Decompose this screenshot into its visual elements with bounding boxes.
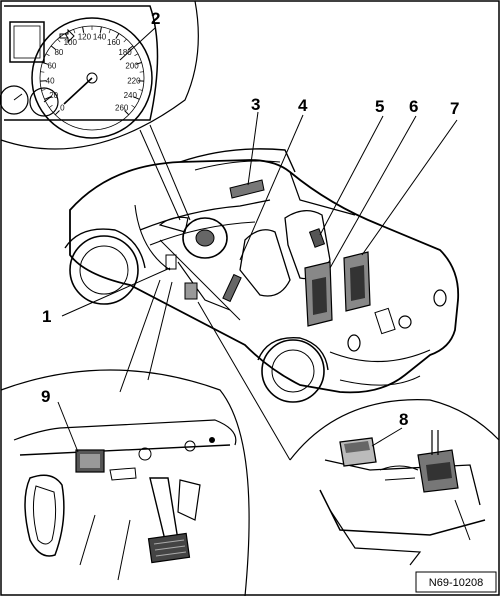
callout-7: 7: [450, 99, 459, 118]
footwell-vent: [24, 474, 65, 557]
speedometer-tick: [134, 53, 139, 56]
passenger-seat: [284, 210, 331, 280]
callout-8: 8: [399, 410, 408, 429]
speedometer-label: 40: [46, 77, 55, 86]
speedometer-ticks: [40, 26, 144, 116]
speedometer-label: 20: [49, 91, 58, 100]
callout-3: 3: [251, 95, 260, 114]
figure-ref-box: [415, 571, 497, 593]
speedometer-tick: [42, 62, 49, 65]
speedometer-label: 120: [78, 33, 92, 42]
steering-wheel: [182, 217, 228, 259]
speedometer-label: 240: [124, 91, 138, 100]
brand-emblem: [398, 315, 412, 329]
callout-5: 5: [375, 97, 384, 116]
speedometer-label: 0: [60, 104, 65, 113]
front-left-wheel: [69, 235, 139, 305]
center-console-inset: [289, 399, 500, 566]
speedometer-tick: [50, 45, 57, 50]
speedometer-label: 60: [47, 62, 56, 71]
control-module: [184, 282, 198, 300]
speedometer-tick: [73, 29, 76, 34]
speedometer-tick: [54, 110, 60, 116]
speedometer-tick: [124, 110, 130, 116]
speedometer-label: 260: [115, 104, 129, 113]
speedometer-needle: [63, 77, 93, 105]
speedometer-tick: [44, 96, 51, 100]
speedometer-tick: [123, 38, 127, 43]
driver-airbag: [195, 229, 215, 247]
speedometer-tick: [49, 105, 53, 108]
speedometer-tick: [115, 33, 120, 39]
speedometer-tick: [108, 29, 111, 34]
passenger-airbag: [229, 179, 265, 199]
speedometer-tick: [133, 96, 140, 100]
speedometer-tick: [127, 45, 134, 50]
callout-6: 6: [409, 97, 418, 116]
speedometer-tick: [57, 38, 61, 43]
speedometer-tick: [138, 89, 143, 91]
rear-right-wheel: [261, 339, 325, 403]
speedometer-dial: [31, 17, 153, 139]
speedometer-label: 220: [127, 77, 141, 86]
turn-arrow-icon: [59, 28, 75, 44]
callout-9: 9: [41, 387, 50, 406]
small-gauge-left: [0, 85, 29, 115]
speedometer-tick: [82, 26, 85, 33]
speedometer-tick: [45, 53, 50, 56]
small-gauge-right: [29, 87, 59, 117]
callout-2: 2: [151, 9, 160, 28]
side-airbag-front: [308, 228, 326, 248]
speedometer-tick: [135, 62, 142, 65]
callout-leaders: [57, 27, 458, 461]
speedometer-tick: [99, 26, 102, 33]
car-body: [64, 148, 460, 403]
callout-1: 1: [42, 307, 51, 326]
speedometer-tick: [41, 89, 46, 91]
figure-ref: N69-10208: [429, 577, 483, 589]
speedometer-tick: [139, 71, 144, 73]
callout-4: 4: [298, 96, 308, 115]
speedometer-label: 180: [118, 48, 132, 57]
brake-pedal-arm: [149, 477, 179, 541]
speedometer-tick: [40, 71, 45, 73]
speedometer-label: 160: [107, 38, 121, 47]
driver-seat: [239, 229, 291, 297]
speedometer-label: 80: [54, 48, 63, 57]
speedometer-label: 140: [93, 33, 107, 42]
pedal-area-inset: [0, 369, 250, 596]
speedometer-label: 100: [64, 38, 78, 47]
speedometer-tick: [131, 105, 135, 108]
speedometer-label: 200: [125, 62, 139, 71]
speedometer-tick: [64, 33, 69, 39]
console-control-module: [339, 437, 377, 467]
knee-airbag: [222, 273, 242, 303]
